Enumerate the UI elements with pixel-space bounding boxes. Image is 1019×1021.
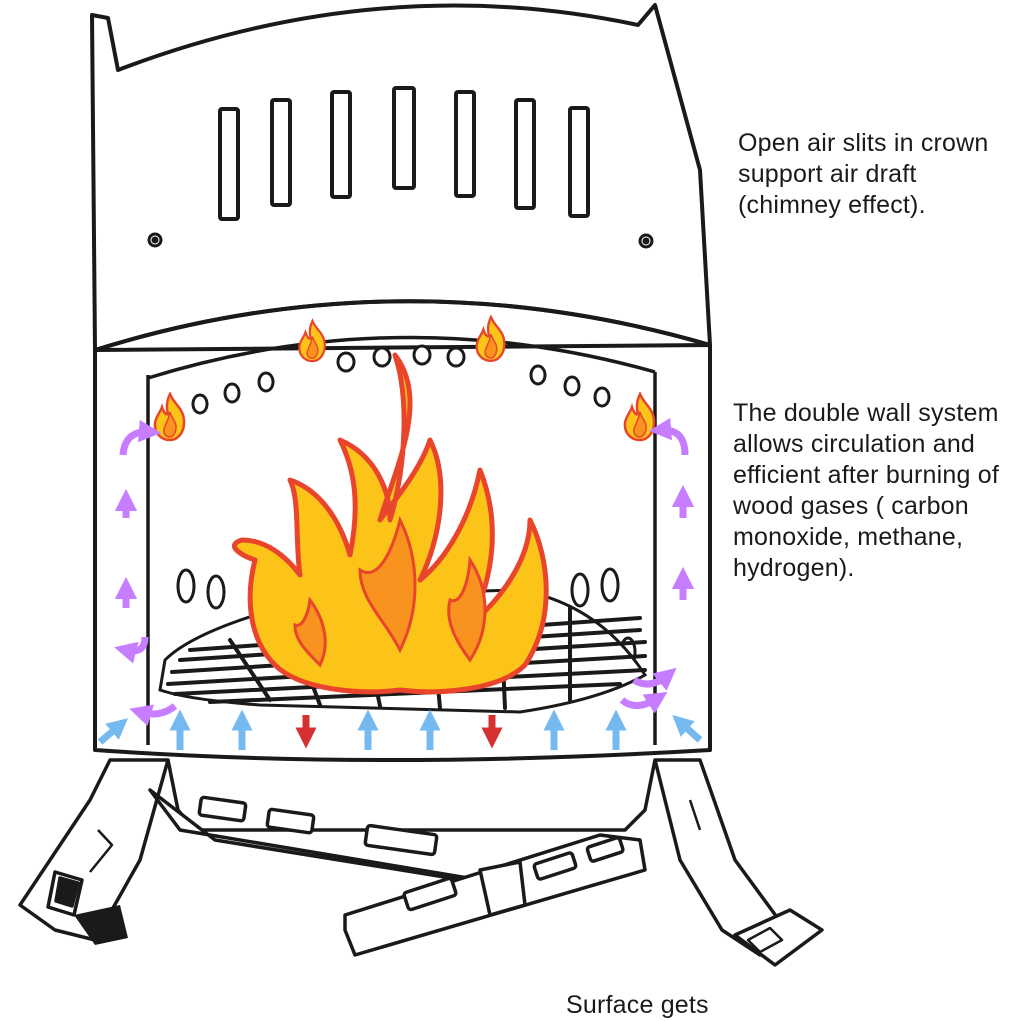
flame-icon xyxy=(477,317,505,361)
crown-air-slit xyxy=(456,92,474,196)
flame-icon xyxy=(299,321,325,361)
crown-air-slit xyxy=(394,88,414,188)
stove-stand xyxy=(20,760,822,965)
crown-air-slit xyxy=(332,92,350,197)
double-wall-annotation: The double wall system allows circulatio… xyxy=(733,398,1013,584)
crown-air-slit xyxy=(570,108,588,216)
crown-air-slit xyxy=(516,100,534,208)
crown-air-slit xyxy=(272,100,290,205)
crown-slits-annotation: Open air slits in crown support air draf… xyxy=(738,128,998,221)
crossbar-joint xyxy=(480,862,525,915)
surface-annotation: Surface gets xyxy=(566,990,866,1021)
crown-air-slit xyxy=(220,109,238,219)
